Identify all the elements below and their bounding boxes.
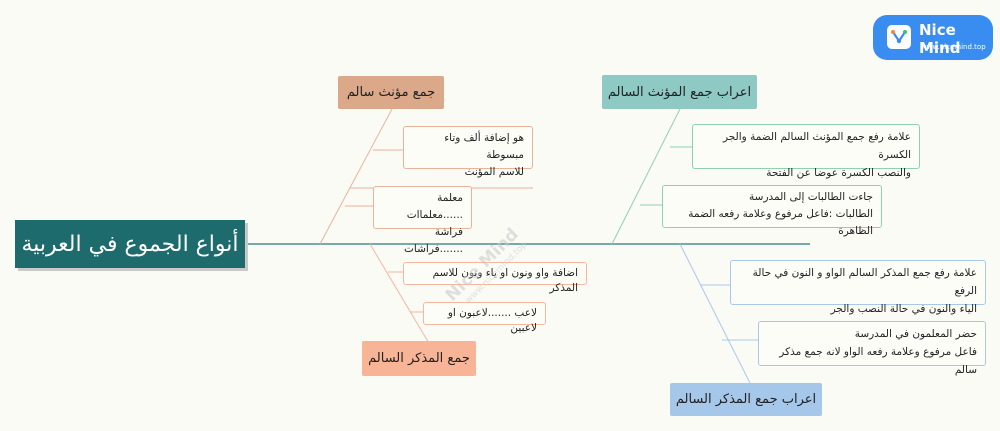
- leaf-line: للاسم المؤنث: [464, 166, 524, 178]
- leaf-line: حضر المعلمون في المدرسة: [854, 328, 977, 340]
- leaf-fem-irab-example[interactable]: جاءت الطالبات إلى المدرسة الطالبات :فاعل…: [662, 185, 882, 237]
- leaf-line: جاءت الطالبات إلى المدرسة: [749, 191, 873, 203]
- leaf-line: علامة رفع جمع المؤنث السالم الضمة والجر …: [722, 131, 911, 161]
- leaf-masc-irab-example[interactable]: حضر المعلمون في المدرسة فاعل مرفوع وعلام…: [758, 321, 986, 376]
- leaf-line: هو إضافة ألف وتاء مبسوطة: [444, 132, 524, 161]
- nice-mind-logo[interactable]: Nice Mind www.nicemind.top: [873, 15, 993, 60]
- logo-title: Nice Mind: [919, 21, 961, 57]
- leaf-line: الياء والنون في حالة النصب والجر: [830, 303, 977, 315]
- leaf-masc-example[interactable]: لاعب .......لاعبون او لاعبين: [423, 302, 546, 334]
- leaf-line: فراشة .......فراشات: [404, 226, 463, 255]
- leaf-fem-irab-rule[interactable]: علامة رفع جمع المؤنث السالم الضمة والجر …: [692, 124, 920, 179]
- leaf-line: اضافة واو ونون او ياء ونون للاسم المذكر: [432, 267, 578, 294]
- topic-masc-irab[interactable]: اعراب جمع المذكر السالم: [670, 383, 822, 416]
- mindmap-icon: [887, 25, 911, 49]
- leaf-line: والنصب الكسرة عوضا عن الفتحة: [766, 167, 911, 179]
- leaf-masc-definition[interactable]: اضافة واو ونون او ياء ونون للاسم المذكر: [403, 262, 587, 294]
- leaf-masc-irab-rule[interactable]: علامة رفع جمع المذكر السالم الواو و النو…: [730, 260, 986, 315]
- root-topic[interactable]: أنواع الجموع في العربية: [15, 220, 245, 268]
- leaf-line: لاعب .......لاعبون او لاعبين: [447, 307, 537, 334]
- leaf-line: الطالبات :فاعل مرفوع وعلامة رفعه الضمة ا…: [688, 208, 873, 237]
- leaf-line: علامة رفع جمع المذكر السالم الواو و النو…: [752, 267, 977, 297]
- leaf-fem-examples[interactable]: معلمة ......معلماات فراشة .......فراشات: [373, 186, 472, 255]
- leaf-fem-definition[interactable]: هو إضافة ألف وتاء مبسوطة للاسم المؤنث: [403, 126, 533, 178]
- topic-fem-plural[interactable]: جمع مؤنث سالم: [338, 76, 444, 109]
- topic-fem-irab[interactable]: اعراب جمع المؤنث السالم: [602, 75, 757, 109]
- topic-masc-plural[interactable]: جمع المذكر السالم: [362, 341, 476, 376]
- logo-url: www.nicemind.top: [921, 43, 986, 51]
- leaf-line: معلمة ......معلماات: [406, 192, 463, 221]
- leaf-line: فاعل مرفوع وعلامة رفعه الواو لانه جمع مذ…: [779, 346, 977, 376]
